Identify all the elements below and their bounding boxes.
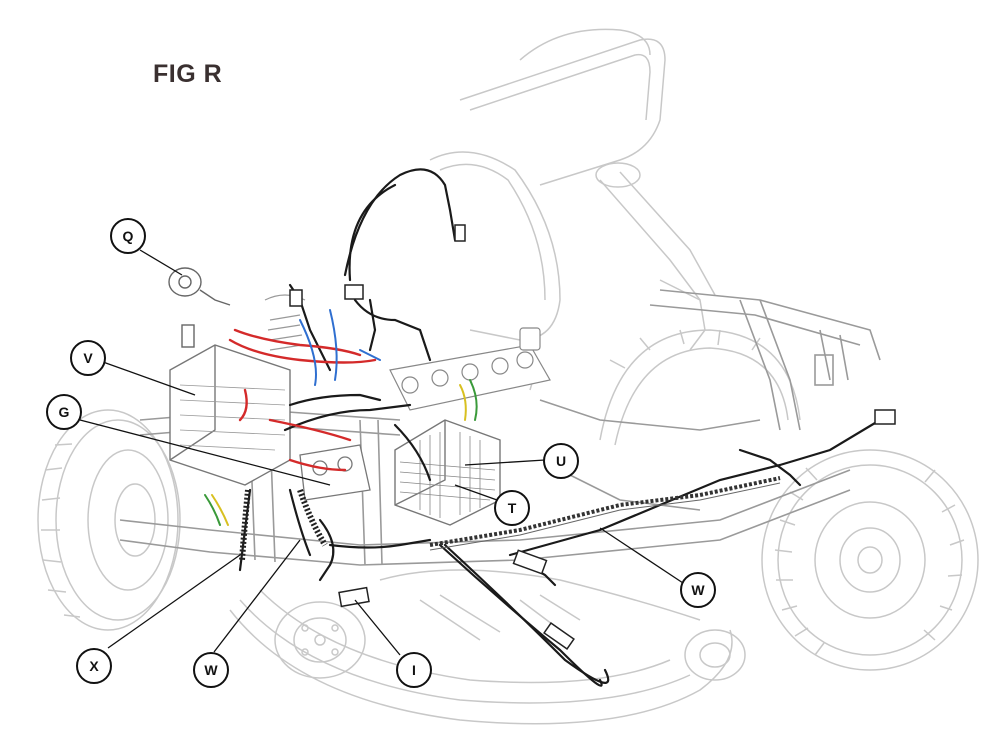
callout-g-label: G bbox=[58, 404, 70, 420]
callout-w-right-label: W bbox=[691, 582, 705, 598]
wire-harness-red bbox=[228, 328, 377, 472]
callout-leaders bbox=[79, 249, 684, 656]
callout-x: X bbox=[76, 648, 112, 684]
controller-v bbox=[169, 344, 291, 486]
callout-v: V bbox=[70, 340, 106, 376]
connectors bbox=[289, 224, 896, 650]
controller-u bbox=[394, 419, 501, 526]
callout-g: G bbox=[46, 394, 82, 430]
callout-t: T bbox=[494, 490, 530, 526]
figure-title: FIG R bbox=[153, 60, 223, 88]
wire-harness-green-yellow bbox=[204, 379, 478, 526]
bracket-g bbox=[299, 444, 371, 501]
steering-column bbox=[595, 162, 716, 351]
seat bbox=[429, 28, 666, 391]
sensor-q bbox=[168, 267, 231, 348]
callout-w-right: W bbox=[680, 572, 716, 608]
electrical-panel bbox=[389, 327, 551, 411]
right-rear-tire bbox=[599, 329, 801, 446]
chassis-frame bbox=[119, 289, 881, 566]
right-front-tire bbox=[761, 449, 979, 671]
braided-harness bbox=[429, 476, 781, 551]
left-rear-tire bbox=[37, 409, 181, 631]
callout-v-label: V bbox=[83, 350, 93, 366]
callout-q-label: Q bbox=[122, 228, 134, 244]
callout-x-label: X bbox=[89, 658, 99, 674]
callout-u: U bbox=[543, 443, 579, 479]
wire-harness-blue bbox=[299, 309, 381, 386]
callout-q: Q bbox=[110, 218, 146, 254]
corrugated-conduit bbox=[239, 489, 328, 561]
callout-i-label: I bbox=[412, 662, 416, 678]
callout-w-left: W bbox=[193, 652, 229, 688]
callout-w-left-label: W bbox=[204, 662, 218, 678]
callout-i: I bbox=[396, 652, 432, 688]
callout-t-label: T bbox=[507, 500, 517, 516]
wire-harness-black bbox=[238, 168, 882, 687]
callout-u-label: U bbox=[555, 453, 567, 469]
mower-deck bbox=[229, 569, 746, 725]
